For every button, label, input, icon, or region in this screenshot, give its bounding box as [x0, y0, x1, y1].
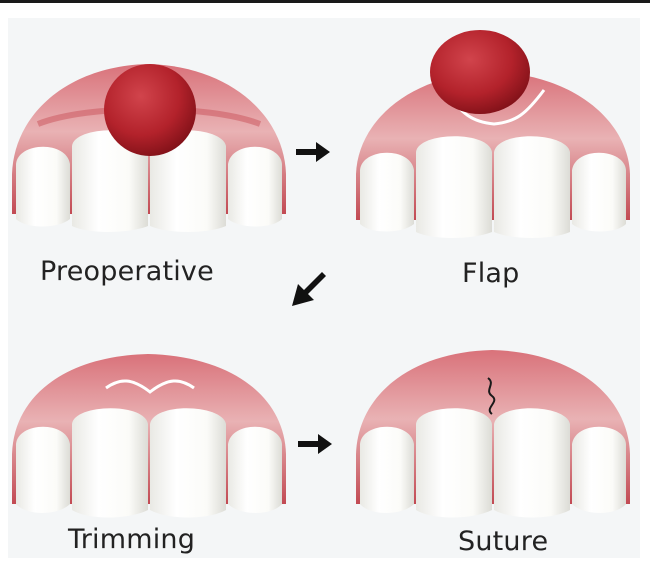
tooth-central-right — [494, 136, 570, 238]
flap-illustration — [352, 24, 634, 240]
tooth-lateral-left — [360, 153, 414, 232]
step-label-flap: Flap — [462, 258, 520, 289]
tooth-lateral-right — [572, 427, 626, 513]
step-label-preoperative: Preoperative — [40, 256, 214, 287]
tooth-central-left — [416, 136, 492, 238]
tooth-central-left — [416, 408, 492, 517]
tooth-central-right — [494, 408, 570, 517]
tooth-lateral-right — [228, 427, 282, 513]
tooth-lateral-left — [16, 427, 70, 513]
top-rule — [0, 0, 650, 3]
trimming-illustration — [8, 344, 290, 524]
arrow-down-left-icon — [292, 272, 326, 306]
stage-preoperative — [8, 54, 290, 234]
lesion — [104, 64, 196, 156]
preoperative-illustration — [8, 54, 290, 234]
suture-illustration — [352, 344, 634, 524]
tooth-lateral-right — [572, 153, 626, 232]
tooth-lateral-right — [228, 147, 282, 227]
stage-trimming — [8, 344, 290, 524]
lesion — [430, 30, 530, 114]
step-label-suture: Suture — [458, 526, 548, 557]
tooth-central-left — [72, 408, 148, 517]
stage-suture — [352, 344, 634, 524]
arrow-right-icon — [296, 142, 330, 162]
tooth-lateral-left — [360, 427, 414, 513]
tooth-lateral-left — [16, 147, 70, 227]
step-label-trimming: Trimming — [68, 524, 195, 555]
stage-flap — [352, 24, 634, 240]
arrow-right-icon — [298, 434, 332, 454]
tooth-central-right — [150, 408, 226, 517]
